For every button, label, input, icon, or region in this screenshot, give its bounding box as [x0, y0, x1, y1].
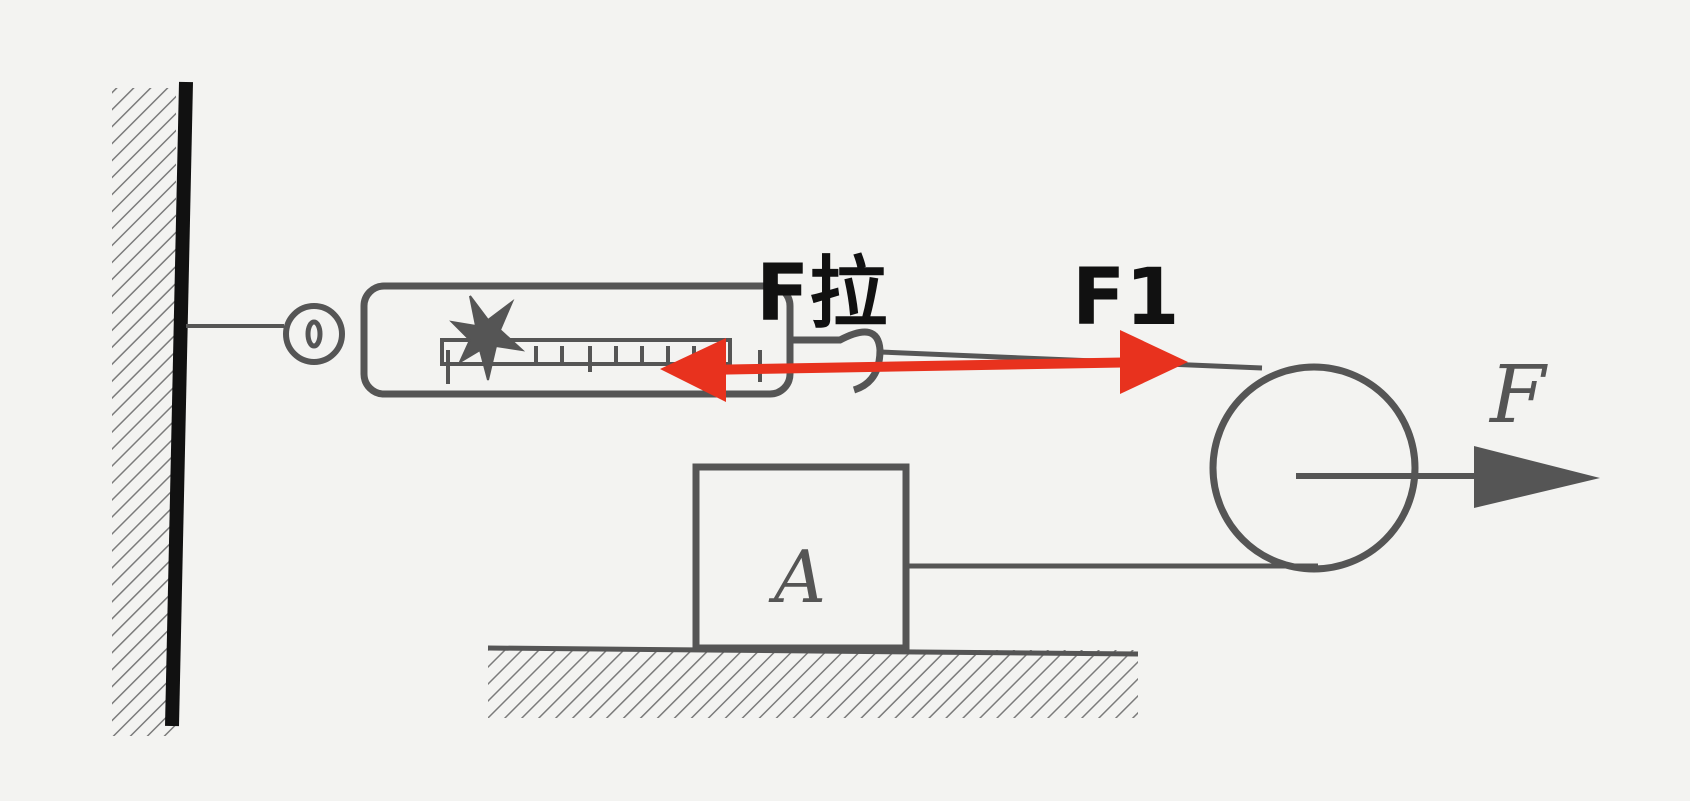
scale-pointer	[449, 295, 526, 381]
scale-ring-outer	[283, 303, 345, 365]
pulley-icon	[1209, 363, 1419, 573]
wall-edge	[165, 81, 193, 727]
label-pull-force: F拉	[756, 249, 887, 339]
scale-ring-inner	[305, 319, 323, 349]
label-force-one: F1	[1072, 253, 1180, 343]
scale-hook	[790, 328, 884, 394]
label-applied-force: F	[1488, 348, 1548, 441]
spring-scale-icon	[186, 282, 884, 398]
wall-hatch-icon	[112, 88, 176, 736]
wall	[112, 81, 193, 736]
ground	[487, 645, 1139, 718]
scale-shaft	[440, 338, 732, 366]
applied-force-arrow	[1296, 446, 1600, 508]
label-block: A	[768, 535, 826, 619]
red-double-arrow	[660, 330, 1188, 402]
block-a	[692, 463, 910, 652]
ground-hatch-icon	[488, 650, 1138, 718]
